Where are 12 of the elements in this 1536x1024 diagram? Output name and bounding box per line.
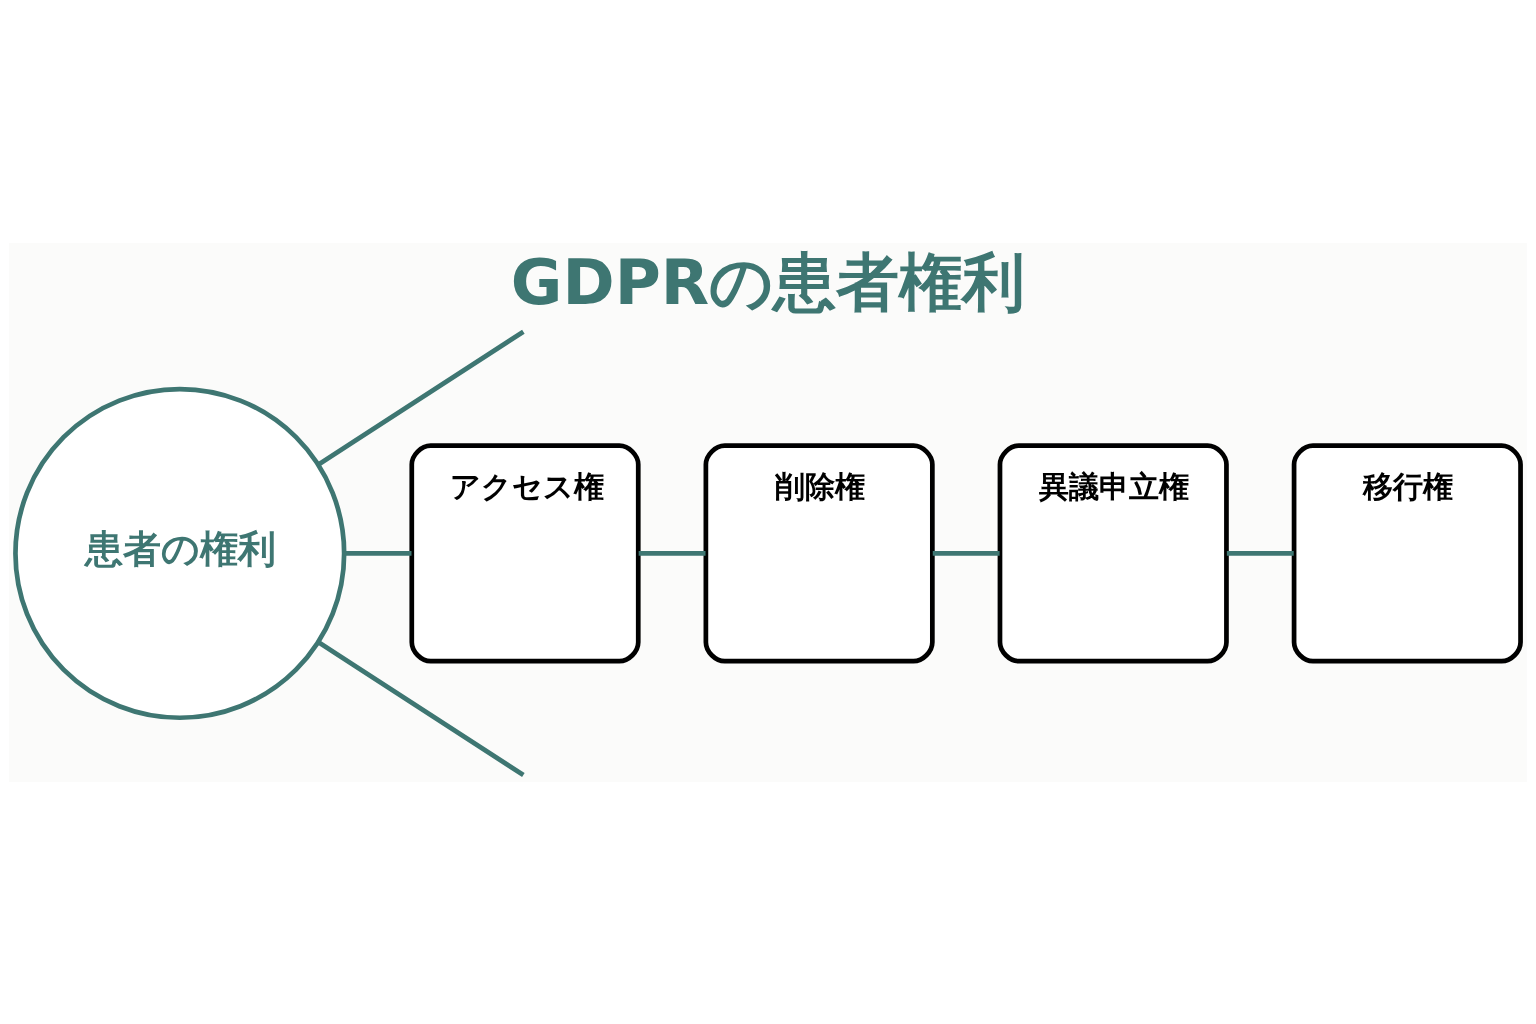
node-box: 削除権 xyxy=(703,442,935,663)
connector xyxy=(317,329,525,466)
node-circle: 患者の権利 xyxy=(13,386,347,720)
node-box: アクセス権 xyxy=(409,442,641,663)
connector xyxy=(344,550,412,556)
connector xyxy=(1226,550,1294,556)
connector xyxy=(638,550,706,556)
connector xyxy=(317,639,525,777)
node-box: 移行権 xyxy=(1291,442,1523,663)
node-box: 異議申立権 xyxy=(997,442,1229,663)
connector xyxy=(932,550,1000,556)
diagram-title: GDPRの患者権利 xyxy=(510,245,1026,319)
